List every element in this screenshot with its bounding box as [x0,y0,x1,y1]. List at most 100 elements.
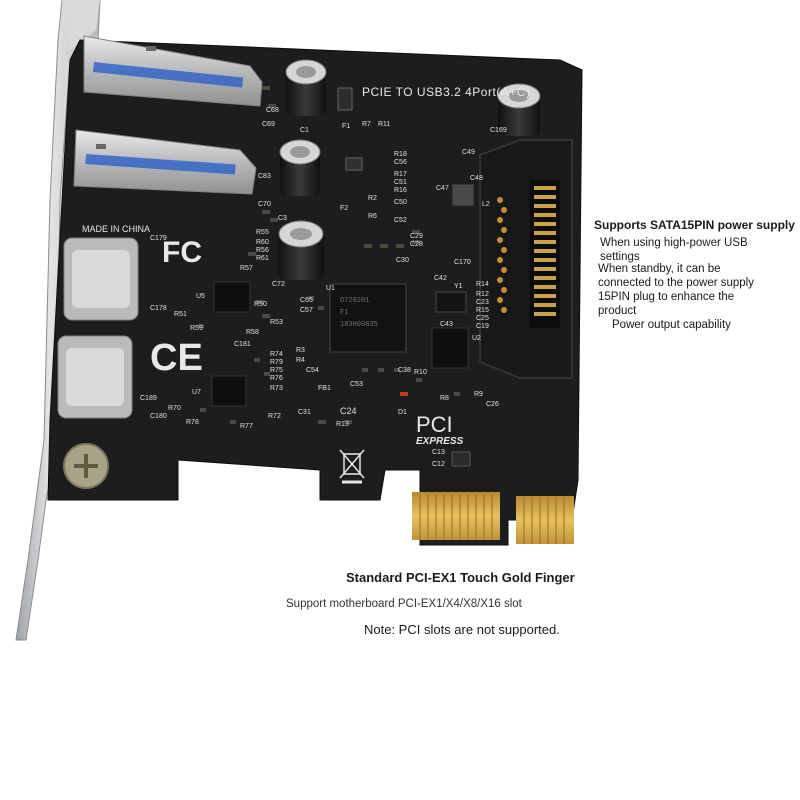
ce-mark: CE [150,337,203,379]
ref-c31: C31 [298,409,311,416]
bracket-screw [63,443,109,489]
ref-c26: C26 [486,401,499,408]
pci-logo: PCI [416,412,453,437]
ref-c169: C169 [490,127,507,134]
sata-line-1: When using high-power USB [600,237,748,249]
ref-c13: C13 [432,449,445,456]
ref-c65: C65 [300,297,313,304]
ref-c12: C12 [432,461,445,468]
ref-u5: U5 [196,293,205,300]
ref-c70: C70 [258,201,271,208]
usb-c-port-bottom [57,335,133,419]
pci-note: Note: PCI slots are not supported. [364,622,560,637]
ref-r78: R78 [186,419,199,426]
ref-c50: C50 [394,199,407,206]
express-logo: EXPRESS [416,436,464,447]
ref-r14: R14 [476,281,489,288]
ref-fb1: FB1 [318,385,331,392]
ref-r79: R79 [270,359,283,366]
sata-power-connector [479,139,573,379]
board-title: PCIE TO USB3.2 4Port(A+C) [362,85,530,99]
gold-finger-subtitle: Support motherboard PCI-EX1/X4/X8/X16 sl… [286,598,522,610]
ref-r56: R56 [256,247,269,254]
capacitor-4 [497,83,541,136]
ref-r73: R73 [270,385,283,392]
ref-c29: C29 [410,233,423,240]
usb-controller-chip: D720201 F1 183H00835 [329,283,407,353]
ref-c180: C180 [150,413,167,420]
ref-r9: R9 [474,391,483,398]
sata-line-6: product [598,305,637,317]
fcc-mark: FC [162,236,202,269]
sata-line-5: 15PIN plug to enhance the [598,291,735,303]
ref-r2: R2 [368,195,377,202]
ref-c30: C30 [396,257,409,264]
ref-c178: C178 [150,305,167,312]
ref-r53: R53 [270,319,283,326]
usb-a-port-bottom [73,129,257,195]
ref-r13: R13 [336,421,349,428]
ref-f2: F2 [340,205,348,212]
ref-r61: R61 [256,255,269,262]
ref-r76: R76 [270,375,283,382]
ref-r74: R74 [270,351,283,358]
ref-r6: R6 [368,213,377,220]
ref-r12: R12 [476,291,489,298]
ref-r8: R8 [440,395,449,402]
weee-bin-icon [339,449,365,484]
ref-r4: R4 [296,357,305,364]
ref-c57: C57 [300,307,313,314]
ref-l2: L2 [482,201,490,208]
ref-c181: C181 [234,341,251,348]
ref-r11: R11 [378,121,390,128]
ref-c28: C28 [410,241,423,248]
ref-r59: R59 [190,325,203,332]
ref-r51: R51 [174,311,187,318]
ref-u7: U7 [192,389,201,396]
capacitor-2 [279,139,321,196]
capacitor-1 [285,59,327,116]
ref-r58: R58 [246,329,259,336]
ref-y1: Y1 [454,283,463,290]
ref-c83: C83 [258,173,271,180]
made-in-label: MADE IN CHINA [82,224,150,234]
ref-c42: C42 [434,275,447,282]
ref-r60: R60 [256,239,269,246]
ref-r75: R75 [270,367,283,374]
ref-r55: R55 [256,229,269,236]
ref-c38: C38 [398,367,411,374]
svg-text:F1: F1 [340,309,348,317]
gold-finger-title: Standard PCI-EX1 Touch Gold Finger [346,570,575,585]
usb-c-port-top [63,237,139,321]
ref-r57: R57 [240,265,253,272]
ref-r10: R10 [414,369,427,376]
svg-text:183H00835: 183H00835 [340,321,378,329]
ref-r50: R50 [254,301,267,308]
capacitor-3 [278,220,324,280]
ref-c23: C23 [476,299,489,306]
ref-r18: R18 [394,151,407,158]
ref-f1: F1 [342,123,350,130]
ref-c179: C179 [150,235,167,242]
ref-r72: R72 [268,413,281,420]
ref-c24: C24 [340,406,357,416]
ref-c25: C25 [476,315,489,322]
ref-c54: C54 [306,367,319,374]
ref-c52: C52 [394,217,407,224]
ref-r77: R77 [240,423,253,430]
usb-a-port-top [83,35,263,107]
ref-r7: R7 [362,121,371,128]
ref-c53: C53 [350,381,363,388]
ref-c56: C56 [394,159,407,166]
ref-u2: U2 [472,335,481,342]
chip-marking: D720201 [340,297,369,305]
ref-c189: C189 [140,395,157,402]
ref-r17: R17 [394,171,407,178]
ref-c68: C68 [266,107,279,114]
sata-line-4: connected to the power supply [598,277,754,289]
ref-c1: C1 [300,127,309,134]
ref-c170: C170 [454,259,471,266]
sata-line-3: When standby, it can be [598,263,721,275]
ref-c72: C72 [272,281,285,288]
